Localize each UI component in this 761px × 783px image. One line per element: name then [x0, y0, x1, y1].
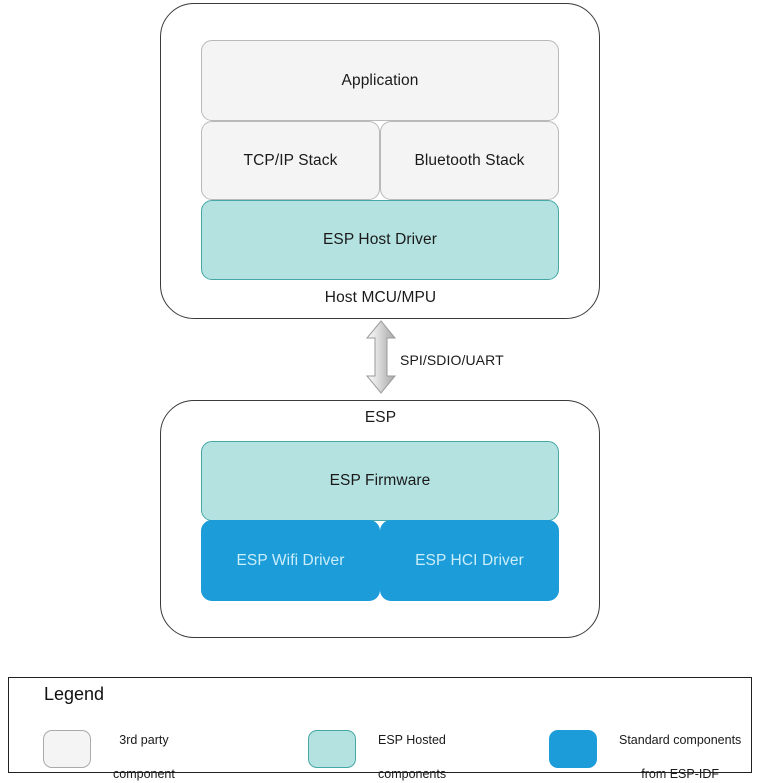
block-bluetooth-stack: Bluetooth Stack: [380, 121, 559, 200]
legend-item-third-party: 3rd party component: [43, 715, 175, 783]
block-tcpip-stack: TCP/IP Stack: [201, 121, 380, 200]
legend-label-third-party: 3rd party component: [113, 715, 175, 783]
legend-item-esp-hosted: ESP Hosted components: [308, 715, 446, 783]
legend-swatch-esp-hosted: [308, 730, 356, 768]
host-mcu-caption: Host MCU/MPU: [324, 289, 437, 306]
legend-label-line1: ESP Hosted: [378, 733, 446, 747]
legend-label-line1: Standard components: [619, 733, 742, 747]
legend-label-line2: from ESP-IDF: [641, 767, 720, 781]
legend-label-line1: 3rd party: [119, 733, 169, 747]
legend-label-line2: components: [378, 767, 447, 781]
legend-label-esp-hosted: ESP Hosted components: [378, 715, 446, 783]
connector-label: SPI/SDIO/UART: [400, 352, 504, 368]
legend-title: Legend: [44, 684, 105, 704]
block-esp-host-driver: ESP Host Driver: [201, 200, 559, 280]
legend-swatch-third-party: [43, 730, 91, 768]
legend-swatch-esp-idf: [549, 730, 597, 768]
double-headed-vertical-arrow-icon: [365, 320, 397, 394]
legend-label-line2: component: [113, 767, 175, 781]
block-esp-firmware: ESP Firmware: [201, 441, 559, 521]
block-esp-hci-driver: ESP HCI Driver: [380, 520, 559, 601]
esp-caption: ESP: [364, 409, 397, 426]
legend-item-esp-idf: Standard components from ESP-IDF: [549, 715, 741, 783]
legend-label-esp-idf: Standard components from ESP-IDF: [619, 715, 741, 783]
legend-box: [8, 677, 752, 773]
block-application: Application: [201, 40, 559, 121]
block-esp-wifi-driver: ESP Wifi Driver: [201, 520, 380, 601]
